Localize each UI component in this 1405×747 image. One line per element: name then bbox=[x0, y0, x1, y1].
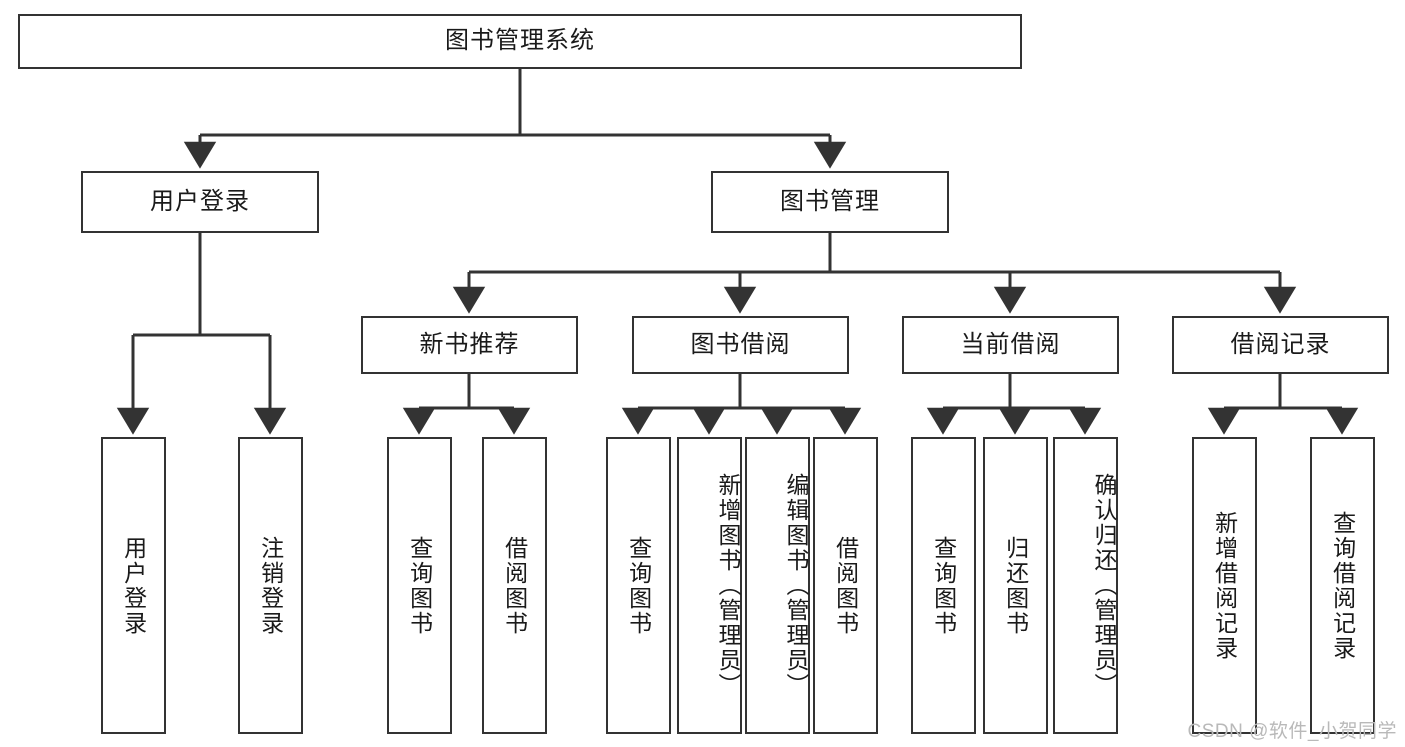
node-leaf-query-book-b[interactable]: 查询图书 bbox=[606, 437, 671, 734]
node-root[interactable]: 图书管理系统 bbox=[18, 14, 1022, 69]
node-leaf-query-book-c[interactable]: 查询图书 bbox=[911, 437, 976, 734]
node-leaf-query-borrow-record[interactable]: 查询借阅记录 bbox=[1310, 437, 1375, 734]
node-book-management[interactable]: 图书管理 bbox=[711, 171, 949, 233]
node-current-borrow[interactable]: 当前借阅 bbox=[902, 316, 1119, 374]
node-leaf-query-book-a[interactable]: 查询图书 bbox=[387, 437, 452, 734]
node-leaf-add-borrow-record[interactable]: 新增借阅记录 bbox=[1192, 437, 1257, 734]
node-borrow-records[interactable]: 借阅记录 bbox=[1172, 316, 1389, 374]
node-leaf-borrow-book-b[interactable]: 借阅图书 bbox=[813, 437, 878, 734]
node-leaf-user-login[interactable]: 用户登录 bbox=[101, 437, 166, 734]
node-leaf-edit-book-admin[interactable]: 编辑图书（管理员） bbox=[745, 437, 810, 734]
node-leaf-add-book-admin[interactable]: 新增图书（管理员） bbox=[677, 437, 742, 734]
node-leaf-return-book[interactable]: 归还图书 bbox=[983, 437, 1048, 734]
node-user-login[interactable]: 用户登录 bbox=[81, 171, 319, 233]
node-leaf-logout[interactable]: 注销登录 bbox=[238, 437, 303, 734]
node-leaf-confirm-return-admin[interactable]: 确认归还（管理员） bbox=[1053, 437, 1118, 734]
node-leaf-borrow-book-a[interactable]: 借阅图书 bbox=[482, 437, 547, 734]
node-new-book-recommend[interactable]: 新书推荐 bbox=[361, 316, 578, 374]
watermark-text: CSDN @软件_小贺同学 bbox=[1187, 721, 1397, 742]
node-book-borrow[interactable]: 图书借阅 bbox=[632, 316, 849, 374]
